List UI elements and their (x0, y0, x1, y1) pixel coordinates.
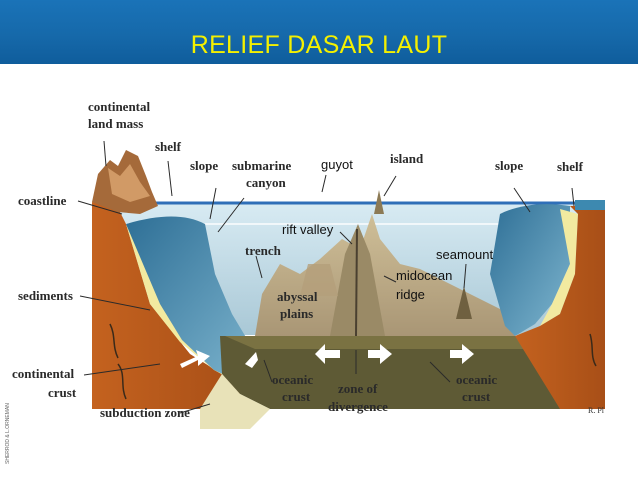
ocean-floor-diagram: continental land mass shelf slope submar… (5, 99, 605, 464)
arrow-divergence-left (315, 344, 340, 364)
label-continental-crust-2: crust (48, 385, 77, 400)
label-shelf-left: shelf (155, 139, 182, 154)
label-sediments: sediments (18, 288, 73, 303)
shelf-right-top (575, 200, 605, 210)
guyot (300, 264, 338, 296)
label-continental-land-mass-2: land mass (88, 116, 143, 131)
label-guyot: guyot (321, 157, 353, 172)
continental-crust-right (515, 206, 605, 409)
label-submarine-canyon: submarine (232, 158, 291, 173)
label-continental-land-mass: continental (88, 99, 151, 114)
label-oceanic-crust-right: oceanic (456, 372, 497, 387)
plate-motion-arrows (180, 344, 474, 368)
label-oceanic-crust-left-2: crust (282, 389, 311, 404)
label-slope-left: slope (190, 158, 218, 173)
arrow-subduction (245, 352, 258, 368)
label-abyssal-plains: abyssal (277, 289, 318, 304)
crust-crack-2 (109, 323, 119, 359)
arrow-left-plate (180, 350, 210, 368)
label-trench: trench (245, 243, 282, 258)
abyssal-plain (255, 214, 515, 336)
label-zone-of-divergence-2: divergence (328, 399, 388, 414)
label-submarine-canyon-2: canyon (246, 175, 287, 190)
sediments-right (540, 209, 578, 326)
arrow-right-plate (450, 344, 474, 364)
label-abyssal-plains-2: plains (280, 306, 313, 321)
continental-crust-left (92, 202, 240, 409)
label-midocean-ridge-2: ridge (396, 287, 425, 302)
label-island: island (390, 151, 424, 166)
crust-crack-1 (117, 363, 127, 400)
slide-title: RELIEF DASAR LAUT (190, 31, 448, 59)
island-peak (374, 190, 384, 214)
label-oceanic-crust-left: oceanic (272, 372, 313, 387)
label-side-credit: SHERROD & L.ORNEMAN (5, 403, 11, 464)
subduction-wedge (200, 374, 270, 429)
label-continental-crust: continental (12, 366, 75, 381)
label-midocean-ridge: midocean (396, 268, 452, 283)
label-oceanic-crust-right-2: crust (462, 389, 491, 404)
seamount (456, 286, 472, 319)
label-rift-valley: rift valley (282, 222, 334, 237)
label-subduction-zone: subduction zone (100, 405, 190, 420)
arrow-divergence-right (368, 344, 392, 364)
label-coastline: coastline (18, 193, 67, 208)
label-seamount: seamount (436, 247, 493, 262)
leader-lines (77, 140, 575, 414)
land-mass-shading (108, 164, 150, 202)
label-shelf-right: shelf (557, 159, 584, 174)
label-slope-right: slope (495, 158, 523, 173)
title-bar: RELIEF DASAR LAUT (0, 0, 638, 64)
oceanic-crust-top (225, 336, 605, 349)
crust-crack-3 (589, 333, 597, 367)
label-initials: R. Pl (588, 406, 605, 415)
rift-line (355, 228, 358, 337)
slope-right (490, 204, 570, 336)
label-zone-of-divergence: zone of (338, 381, 378, 396)
